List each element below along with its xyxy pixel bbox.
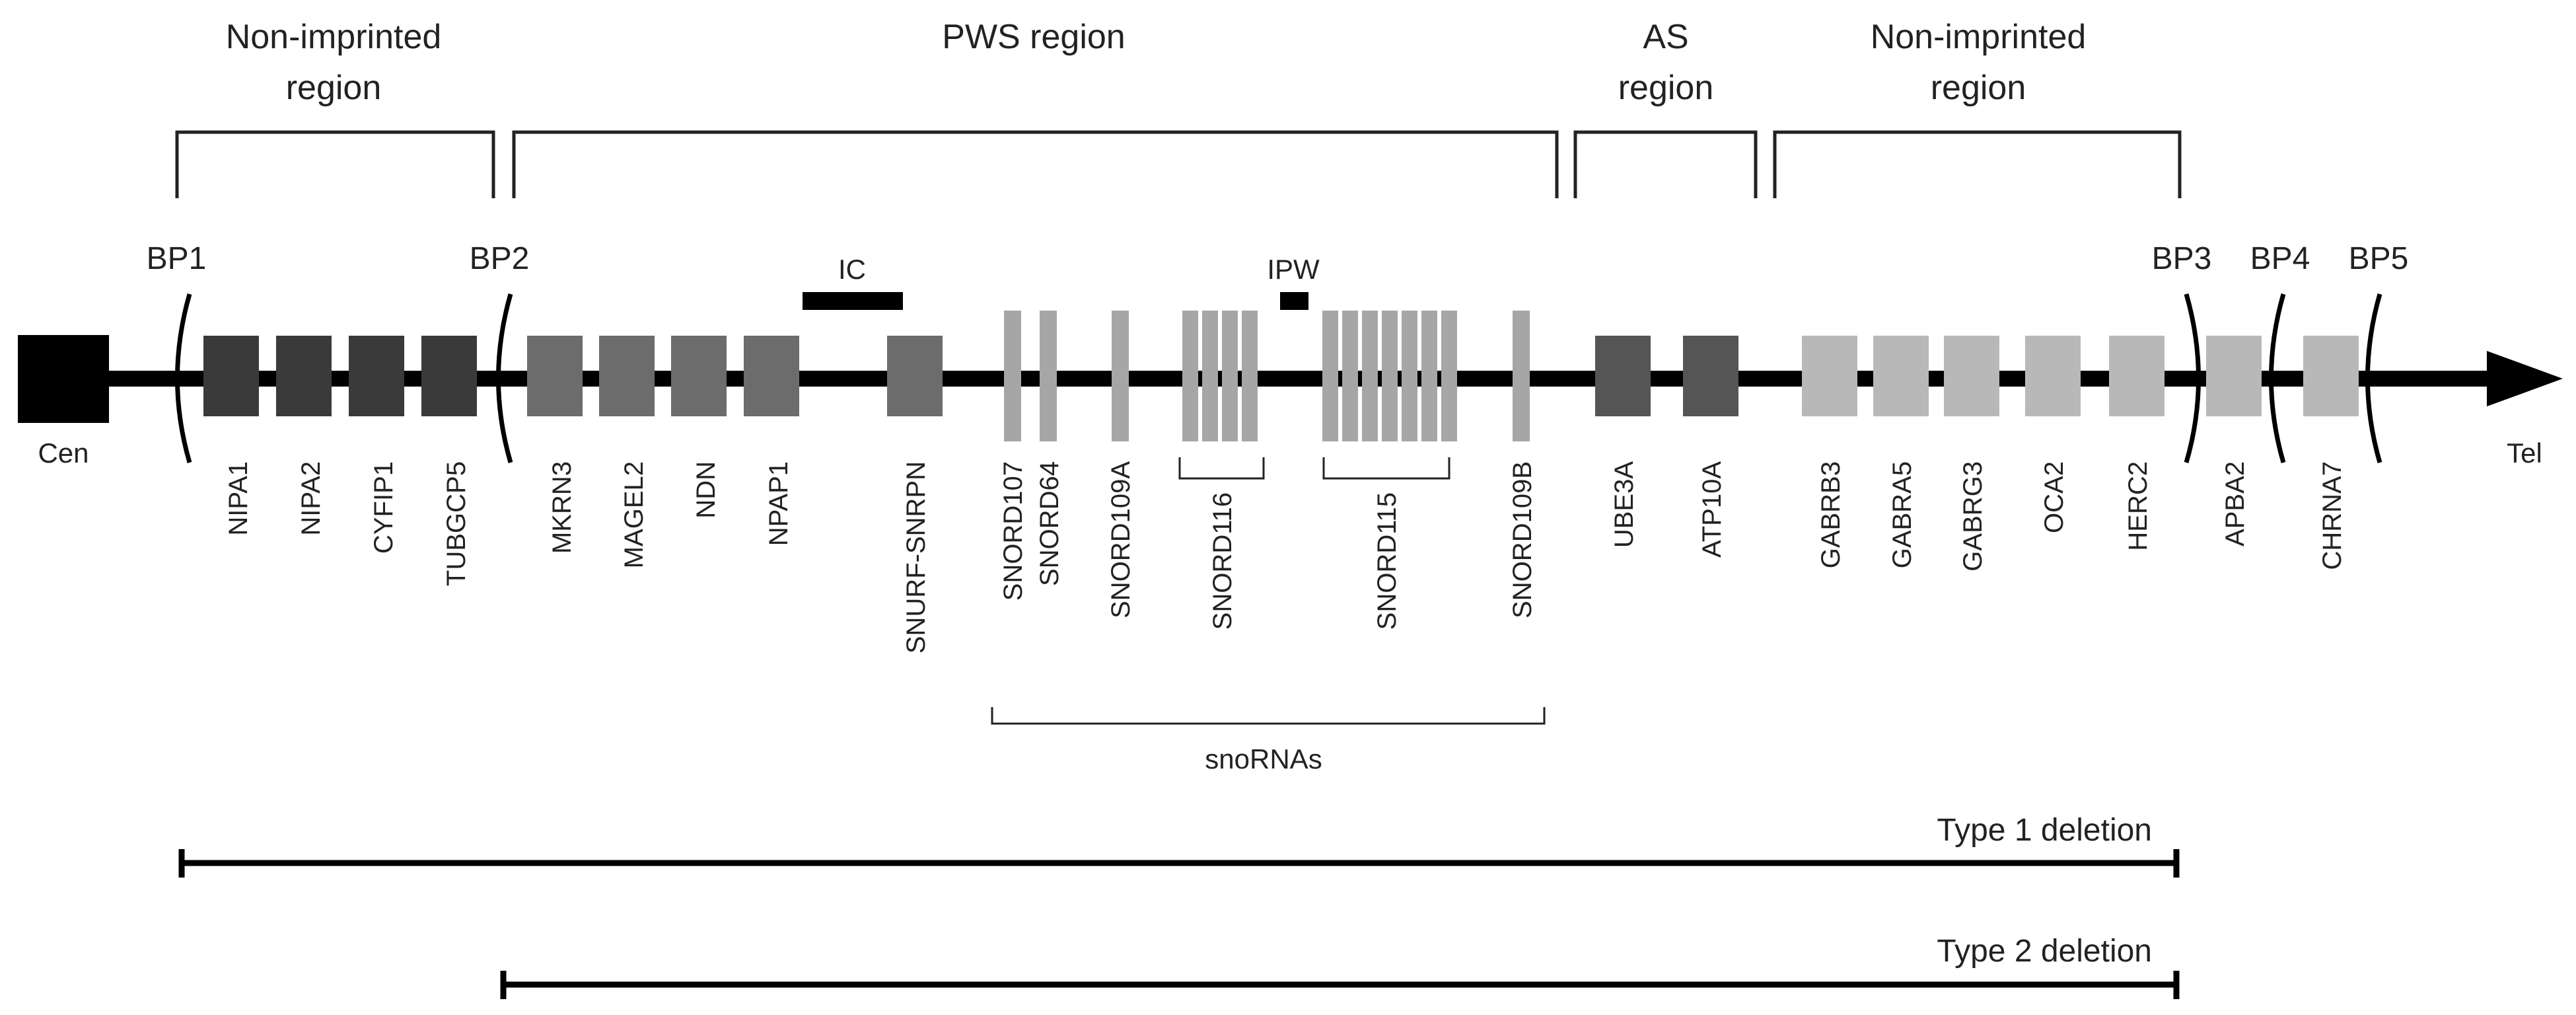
gene-label-snord116: SNORD116 [1208,492,1237,630]
gene-box-snord116-3 [1222,311,1238,441]
gene-label-snord64: SNORD64 [1035,461,1064,586]
gene-label-ube3a: UBE3A [1610,461,1639,548]
gene-box-snord109b [1513,311,1530,441]
gene-box-oca2 [2025,336,2081,416]
gene-label-nipa2: NIPA2 [297,461,326,536]
gene-label-gabra5: GABRA5 [1888,461,1917,568]
gene-box-tubgcp5 [421,336,477,416]
breakpoint-label-bp2: BP2 [470,241,530,276]
gene-box-snord107 [1004,311,1021,441]
breakpoint-label-bp1: BP1 [147,241,207,276]
gene-box-herc2 [2109,336,2165,416]
centromere-label: Cen [38,437,89,469]
snord116-cluster-bracket [1178,457,1265,480]
gene-box-snord116-4 [1242,311,1258,441]
region-label-nonimprinted-left-line2: region [286,69,382,107]
gene-label-snord109a: SNORD109A [1106,461,1135,619]
region-label-nonimprinted-right-line2: region [1931,69,2026,107]
gene-label-npap1: NPAP1 [764,461,793,546]
telomere-label: Tel [2507,437,2542,469]
gene-label-atp10a: ATP10A [1698,461,1727,558]
gene-box-snord115-4 [1382,311,1398,441]
breakpoint-label-bp5: BP5 [2349,241,2409,276]
region-label-as-line2: region [1618,69,1714,107]
gene-box-gabrb3 [1802,336,1857,416]
gene-box-nipa2 [276,336,332,416]
region-bracket-nonimprinted-left [175,130,495,198]
gene-box-snurf-snrpn [887,336,943,416]
snorna-group-label: snoRNAs [1205,743,1322,774]
telomere-arrowhead [2487,351,2563,406]
gene-label-magel2: MAGEL2 [620,461,649,568]
deletion-label-type1: Type 1 deletion [1937,813,2152,848]
gene-box-cyfip1 [349,336,404,416]
gene-label-snord115: SNORD115 [1373,492,1402,630]
gene-box-apba2 [2206,336,2262,416]
breakpoint-arc-bp2 [496,293,513,463]
gene-box-snord109a [1112,311,1129,441]
gene-box-gabrg3 [1944,336,1999,416]
gene-box-snord115-3 [1362,311,1378,441]
breakpoint-label-bp4: BP4 [2250,241,2310,276]
gene-label-mkrn3: MKRN3 [548,461,577,554]
gene-box-ndn [671,336,727,416]
centromere-block [18,335,109,423]
ic-label: IC [838,254,866,285]
region-label-nonimprinted-left: Non-imprinted [226,18,442,56]
region-label-nonimprinted-right: Non-imprinted [1871,18,2087,56]
breakpoint-arc-bp3 [2184,293,2201,463]
gene-label-herc2: HERC2 [2124,461,2153,551]
breakpoint-arc-bp1 [175,293,192,463]
snord115-cluster-bracket [1322,457,1450,480]
gene-label-tubgcp5: TUBGCP5 [442,461,471,586]
region-label-as: AS [1643,18,1688,56]
region-bracket-pws [512,130,1559,198]
gene-box-mkrn3 [527,336,583,416]
gene-label-gabrg3: GABRG3 [1958,461,1987,572]
gene-box-ube3a [1595,336,1651,416]
gene-box-snord115-6 [1421,311,1437,441]
gene-label-gabrb3: GABRB3 [1816,461,1845,568]
gene-box-atp10a [1683,336,1738,416]
gene-label-nipa1: NIPA1 [224,461,253,536]
gene-box-nipa1 [203,336,259,416]
gene-box-npap1 [744,336,799,416]
gene-label-apba2: APBA2 [2221,461,2250,546]
ic-bar [803,292,903,310]
ipw-bar [1280,292,1308,310]
gene-label-snord107: SNORD107 [999,461,1028,601]
breakpoint-arc-bp4 [2269,293,2286,463]
gene-box-snord116-2 [1202,311,1218,441]
region-bracket-nonimprinted-right [1773,130,2182,198]
gene-box-snord116-1 [1182,311,1198,441]
gene-label-snurf-snrpn: SNURF-SNRPN [902,461,931,654]
region-label-pws: PWS region [942,18,1125,56]
gene-box-snord115-2 [1342,311,1358,441]
gene-box-gabra5 [1873,336,1929,416]
ipw-label: IPW [1267,254,1320,285]
gene-box-snord115-5 [1402,311,1417,441]
gene-box-snord64 [1040,311,1057,441]
gene-box-chrna7 [2303,336,2359,416]
gene-label-chrna7: CHRNA7 [2318,461,2347,570]
gene-box-magel2 [599,336,655,416]
gene-label-snord109b: SNORD109B [1508,461,1537,619]
breakpoint-label-bp3: BP3 [2152,241,2212,276]
gene-label-oca2: OCA2 [2040,461,2069,533]
snorna-group-bracket [991,707,1546,725]
gene-label-cyfip1: CYFIP1 [369,461,398,554]
deletion-label-type2: Type 2 deletion [1937,934,2152,969]
region-bracket-as [1573,130,1758,198]
gene-box-snord115-1 [1322,311,1338,441]
gene-label-ndn: NDN [692,461,721,519]
gene-box-snord115-7 [1441,311,1457,441]
breakpoint-arc-bp5 [2365,293,2382,463]
